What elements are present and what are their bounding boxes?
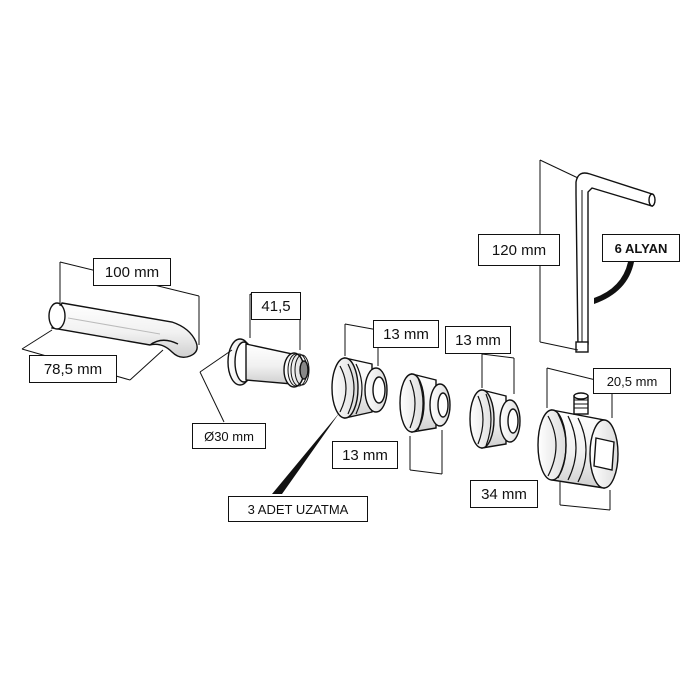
connector-width-label: 34 mm — [470, 480, 538, 508]
extension-3-width-label: 13 mm — [445, 326, 511, 354]
extension-count-pointer — [272, 412, 340, 494]
extension-3-dimension-lines — [481, 353, 515, 394]
tube-length-label: 100 mm — [93, 258, 171, 286]
extension-2-width-label: 13 mm — [332, 441, 398, 469]
hex-key-part — [575, 172, 656, 353]
extension-ring-3 — [469, 389, 521, 449]
hex-key-pointer — [594, 262, 634, 304]
tube-part — [48, 302, 198, 359]
connector-thread-label: 20,5 mm — [593, 368, 671, 394]
extension-ring-1 — [331, 357, 388, 419]
extension-count-label: 3 ADET UZATMA — [228, 496, 368, 522]
hex-key-size-label: 6 ALYAN — [602, 234, 680, 262]
flange-diameter-label: Ø30 mm — [192, 423, 266, 449]
connector-part — [537, 392, 619, 489]
flange-part — [227, 338, 310, 388]
hex-key-length-label: 120 mm — [478, 234, 560, 266]
extension-1-width-label: 13 mm — [373, 320, 439, 348]
flange-length-label: 41,5 — [251, 292, 301, 320]
extension-ring-2 — [399, 373, 451, 433]
tube-inner-length-label: 78,5 mm — [29, 355, 117, 383]
extension-2-dimension-lines — [409, 430, 443, 475]
